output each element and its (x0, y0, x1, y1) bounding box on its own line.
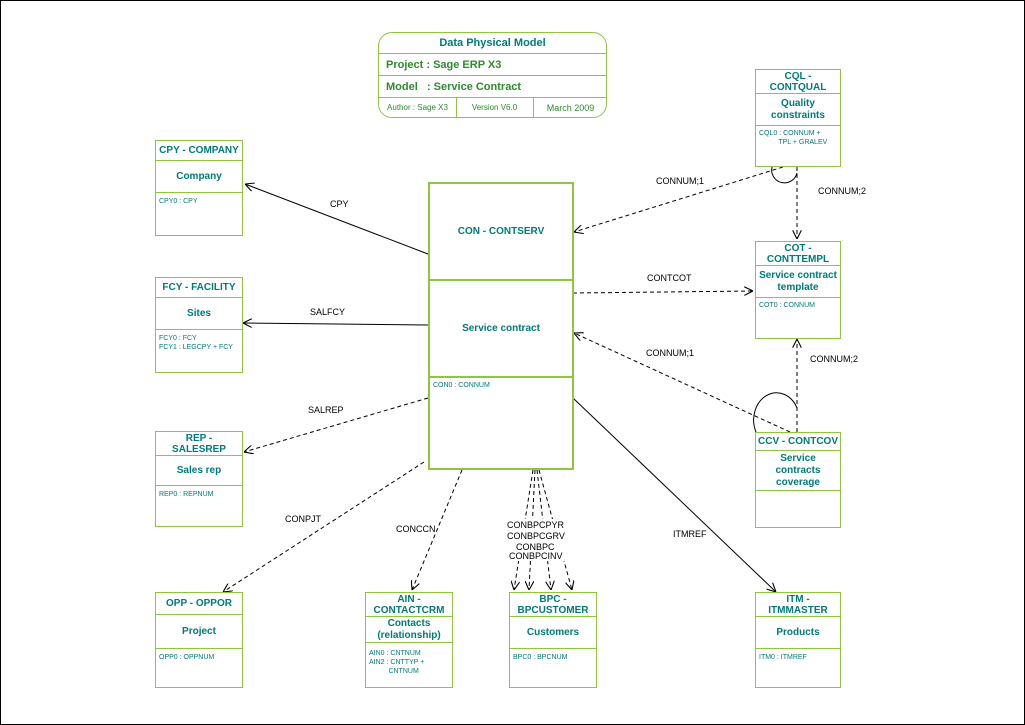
entity-keys: COT0 : CONNUM (759, 302, 815, 309)
link-label-ccv-con: CONNUM;1 (646, 348, 694, 358)
project-label: Project : Sage ERP X3 (379, 54, 606, 76)
link-bpc-group: CONBPCPYR CONBPCGRV CONBPC CONBPCINV (505, 469, 572, 590)
link-label-conbpcinv: CONBPCINV (509, 551, 563, 561)
entity-ccv: CCV - CONTCOV Service contracts coverage (755, 432, 841, 528)
entity-description: Sites (156, 298, 242, 330)
entity-description: Sales rep (156, 456, 242, 486)
link-conbpcpyr (514, 469, 534, 590)
link-ccv-con (574, 333, 791, 433)
link-conbpc (536, 469, 551, 590)
entity-keys: CQL0 : CONNUM + TPL + GRALEV (759, 130, 828, 146)
entity-description: Products (756, 617, 840, 649)
link-label-conccn: CONCCN (396, 524, 436, 534)
entity-keys: AIN0 : CNTNUM AIN2 : CNTTYP + CNTNUM (369, 650, 425, 675)
entity-header: OPP - OPPOR (156, 593, 242, 615)
link-conbpcgrv (529, 469, 536, 590)
link-salrep (244, 397, 429, 452)
link-conccn (412, 469, 463, 590)
entity-rep: REP - SALESREP Sales rep REP0 : REPNUM (155, 431, 243, 527)
entity-header: FCY - FACILITY (156, 278, 242, 298)
entity-opp: OPP - OPPOR Project OPP0 : OPPNUM (155, 592, 243, 688)
entity-con: CON - CONTSERV Service contract CON0 : C… (428, 182, 574, 470)
link-cql-con (574, 166, 784, 232)
link-itmref (572, 397, 776, 592)
title-meta-row: Author : Sage X3 Version V6.0 March 2009 (379, 98, 606, 117)
entity-description: Service contract template (756, 266, 840, 298)
entity-keys: FCY0 : FCY FCY1 : LEGCPY + FCY (159, 335, 233, 351)
entity-keys: CPY0 : CPY (159, 198, 198, 205)
link-label-itmref: ITMREF (673, 529, 707, 539)
entity-keys: ITM0 : ITMREF (759, 654, 807, 661)
link-label-conpjt: CONPJT (285, 514, 322, 524)
link-label-conbpcpyr: CONBPCPYR (507, 520, 565, 530)
link-label-contcot: CONTCOT (647, 273, 692, 283)
link-label-cpy: CPY (330, 199, 349, 209)
entity-ain: AIN - CONTACTCRM Contacts (relationship)… (365, 592, 453, 688)
version-label: Version V6.0 (456, 98, 534, 117)
date-label: March 2009 (546, 103, 595, 113)
link-label-salfcy: SALFCY (310, 307, 345, 317)
entity-description: Customers (510, 617, 596, 649)
link-label-conbpc: CONBPC (516, 542, 555, 552)
entity-keys: CON0 : CONNUM (433, 382, 490, 389)
self-loop-cql (771, 166, 798, 184)
entity-header: AIN - CONTACTCRM (366, 593, 452, 617)
diagram-title: Data Physical Model (379, 33, 606, 54)
link-label-conbpcgrv: CONBPCGRV (507, 531, 565, 541)
entity-cql: CQL - CONTQUAL Quality constraints CQL0 … (755, 69, 841, 167)
entity-description: Service contracts coverage (756, 451, 840, 491)
title-block: Data Physical Model Project : Sage ERP X… (378, 32, 607, 118)
entity-cpy: CPY - COMPANY Company CPY0 : CPY (155, 140, 243, 236)
entity-header: REP - SALESREP (156, 432, 242, 456)
link-conpjt (223, 461, 425, 592)
entity-header: BPC - BPCUSTOMER (510, 593, 596, 617)
entity-description: Quality constraints (756, 94, 840, 126)
author-label: Author : Sage X3 (379, 98, 457, 117)
entity-header: CQL - CONTQUAL (756, 70, 840, 94)
link-label-salrep: SALREP (308, 405, 344, 415)
link-contcot (572, 291, 753, 293)
entity-fcy: FCY - FACILITY Sites FCY0 : FCY FCY1 : L… (155, 277, 243, 373)
entity-header: CCV - CONTCOV (756, 433, 840, 451)
entity-description: Project (156, 615, 242, 649)
entity-description: Service contract (430, 281, 572, 378)
entity-header: COT - CONTTEMPL (756, 242, 840, 266)
link-label-ccv-cot: CONNUM;2 (810, 354, 858, 364)
entity-itm: ITM - ITMMASTER Products ITM0 : ITMREF (755, 592, 841, 688)
link-label-cql-cot: CONNUM;2 (818, 186, 866, 196)
entity-keys: REP0 : REPNUM (159, 491, 214, 498)
link-salfcy (243, 323, 429, 325)
entity-header: CON - CONTSERV (430, 184, 572, 281)
entity-header: ITM - ITMMASTER (756, 593, 840, 617)
entity-keys: OPP0 : OPPNUM (159, 654, 215, 661)
entity-header: CPY - COMPANY (156, 141, 242, 161)
entity-description: Company (156, 161, 242, 193)
entity-description: Contacts (relationship) (366, 617, 452, 643)
link-label-cql-con: CONNUM;1 (656, 176, 704, 186)
entity-cot: COT - CONTTEMPL Service contract templat… (755, 241, 841, 339)
link-cpy (245, 184, 429, 255)
self-loop-ccv (753, 392, 798, 433)
entity-bpc: BPC - BPCUSTOMER Customers BPC0 : BPCNUM (509, 592, 597, 688)
entity-keys: BPC0 : BPCNUM (513, 654, 568, 661)
model-label: Model : Service Contract (379, 76, 606, 98)
